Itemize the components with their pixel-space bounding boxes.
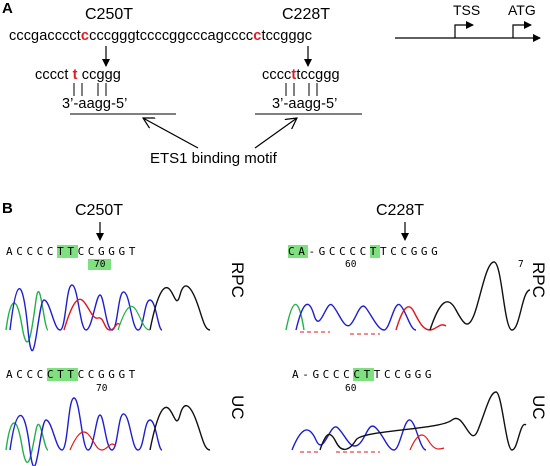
basecall-highlight: T (369, 245, 381, 258)
trace-line (69, 431, 117, 451)
complement-strand-left: 3’-aagg-5’ (62, 96, 128, 112)
basecall-row-rpc-c250t: ACCCCTTCCGGGT (6, 245, 139, 258)
motif-mutant-base: t (72, 67, 78, 83)
motif-segment: ccggg (77, 67, 121, 83)
trace-line (9, 397, 163, 466)
mutated-base-c250: c (80, 28, 90, 44)
basecall-segment: CCGGGT (77, 368, 139, 381)
tss-label: TSS (453, 2, 481, 18)
mutation-label-c228t: C228T (282, 6, 331, 23)
basecall-highlight: CT (353, 368, 374, 381)
base-pairing-lines-right (285, 83, 318, 96)
trace-line (285, 303, 305, 331)
basecall-segment: TCCGGG (373, 368, 436, 381)
ets1-motif-label: ETS1 binding motif (150, 150, 277, 167)
base-position-label: 7 (518, 259, 524, 270)
complement-strand-right: 3’-aagg-5’ (272, 96, 338, 112)
trace-line (295, 303, 417, 331)
base-position-label: 60 (345, 383, 357, 394)
trace-line (319, 391, 527, 451)
trace-baseline (300, 331, 380, 335)
basecall-segment: ACCC (6, 368, 47, 381)
trace-line (9, 284, 163, 352)
motif-segment: cccct (35, 67, 73, 83)
promoter-sequence: cccgacccctccccgggtccccggcccagccccctccggg… (9, 28, 312, 44)
trace-line (291, 419, 427, 451)
basecall-segment: A-GCCC (292, 368, 354, 381)
motif-sequence-right: ccccttccggg (262, 67, 340, 83)
motif-segment: cccc (262, 67, 292, 83)
basecall-row-uc-c228t: A-GCCCCTTCCGGG (292, 368, 435, 381)
basecall-segment: -GCCCC (308, 245, 370, 258)
sequence-segment: cccgacccct (9, 28, 81, 44)
mutation-label-c250t: C250T (85, 6, 134, 23)
trace-line (429, 261, 531, 331)
basecall-highlight: CA (288, 245, 309, 258)
panel-b-letter: B (2, 200, 13, 217)
basecall-row-rpc-c228t: CA-GCCCCTTCCGGG (288, 245, 441, 258)
trace-mutation-label-c250t: C250T (75, 202, 124, 219)
basecall-row-uc-c250t: ACCCCTTCCGGGT (6, 368, 139, 381)
ets1-pointer-left (143, 118, 199, 149)
basecall-segment: TCCGGG (380, 245, 442, 258)
motif-segment: tccggg (296, 67, 340, 83)
tss-arrow (454, 21, 474, 38)
basecall-segment: CCGGGT (77, 245, 139, 258)
base-position-label: 60 (345, 259, 357, 270)
trace-line (63, 298, 121, 331)
base-position-label: 70 (96, 383, 108, 394)
sample-label-uc: UC (529, 395, 548, 420)
trace-line (149, 405, 211, 451)
sequence-segment: tccgggc (261, 28, 313, 44)
basecall-highlight: TT (57, 245, 78, 258)
base-position-label: 70 (88, 259, 112, 270)
sequence-segment: cccgggtccccggcccagcccc (89, 28, 254, 44)
trace-line (117, 305, 151, 331)
ets1-pointer-right (254, 118, 297, 149)
atg-label: ATG (508, 2, 536, 18)
trace-line (409, 434, 445, 451)
base-pairing-lines-left (73, 83, 107, 96)
basecall-segment: ACCCC (6, 245, 58, 258)
motif-mutant-base: t (291, 67, 297, 83)
basecall-highlight: CTT (46, 368, 78, 381)
mutated-base-c228: c (253, 28, 262, 44)
motif-sequence-left: cccct t ccggg (35, 67, 121, 83)
atg-arrow (512, 21, 532, 38)
trace-mutation-label-c228t: C228T (376, 202, 425, 219)
trace-line (395, 306, 447, 331)
panel-a-letter: A (2, 0, 13, 17)
trace-line (149, 285, 211, 331)
